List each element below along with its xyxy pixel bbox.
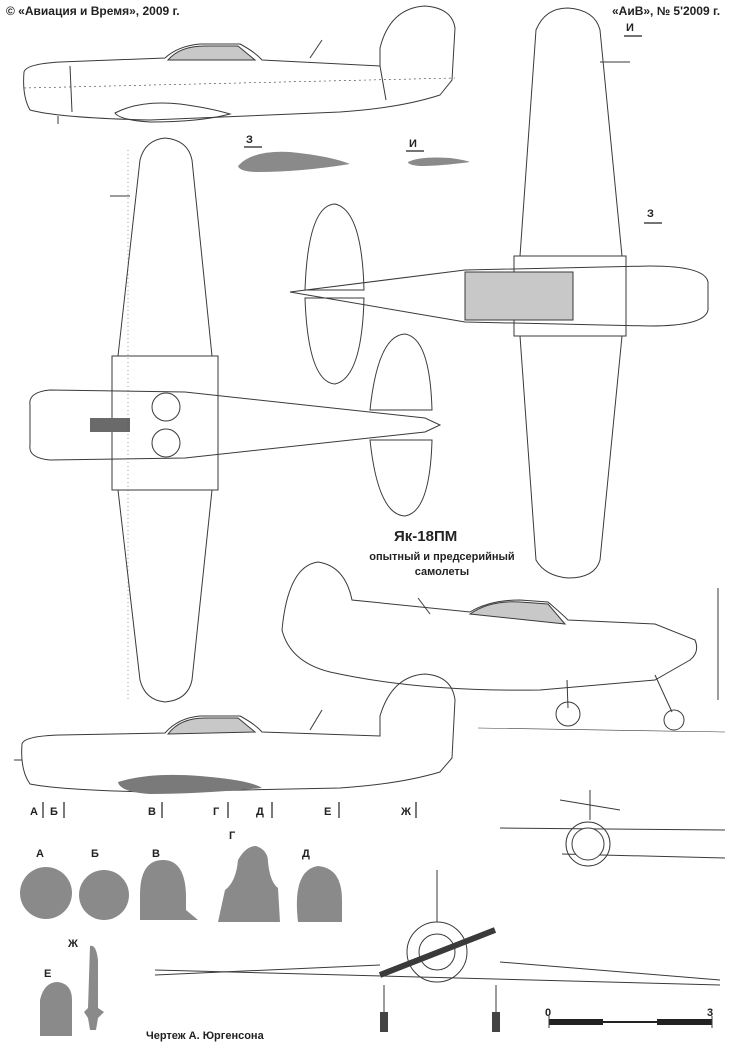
station-v-marker: В — [148, 806, 156, 818]
airfoil-sections — [238, 151, 470, 172]
airfoil-z-label: З — [246, 134, 253, 146]
section-b-label: Б — [91, 848, 99, 860]
plan-view-top — [289, 7, 709, 579]
front-view-large — [154, 870, 721, 1032]
aircraft-title: Як-18ПМ — [394, 528, 458, 545]
station-zh-marker: Ж — [401, 806, 411, 818]
side-view-bottom — [14, 673, 456, 794]
scale-start-label: 0 — [545, 1007, 552, 1019]
station-d-marker: Д — [256, 806, 264, 818]
section-v-label: В — [152, 848, 160, 860]
airfoil-i-label: И — [409, 138, 417, 150]
aircraft-subtitle-line1: опытный и предсерийный — [369, 551, 515, 563]
station-b-marker: Б — [50, 806, 58, 818]
plan-view-bottom — [29, 137, 442, 703]
aircraft-subtitle-line2: самолеты — [414, 566, 470, 578]
scale-bar — [548, 1016, 713, 1028]
section-d-label: Д — [302, 848, 310, 860]
copyright-text: © «Авиация и Время», 2009 г. — [6, 4, 180, 18]
cross-sections — [20, 846, 342, 1036]
front-view-small — [499, 790, 726, 867]
station-e-marker: Е — [324, 806, 332, 818]
section-a-label: А — [36, 848, 44, 860]
section-g-label: Г — [229, 830, 236, 842]
section-e-label: Е — [44, 968, 52, 980]
station-a-marker: А — [30, 806, 38, 818]
side-view-gear-down — [281, 561, 726, 733]
author-credit: Чертеж А. Юргенсона — [146, 1030, 264, 1042]
station-g-marker: Г — [213, 806, 220, 818]
side-view-top — [23, 5, 456, 124]
topview-i-label: И — [626, 22, 634, 34]
section-zh-label: Ж — [68, 938, 78, 950]
issue-text: «АиВ», № 5'2009 г. — [612, 4, 721, 18]
scale-end-label: 3 — [707, 1007, 714, 1019]
station-ticks — [42, 35, 662, 818]
topview-z-label: З — [647, 208, 654, 220]
